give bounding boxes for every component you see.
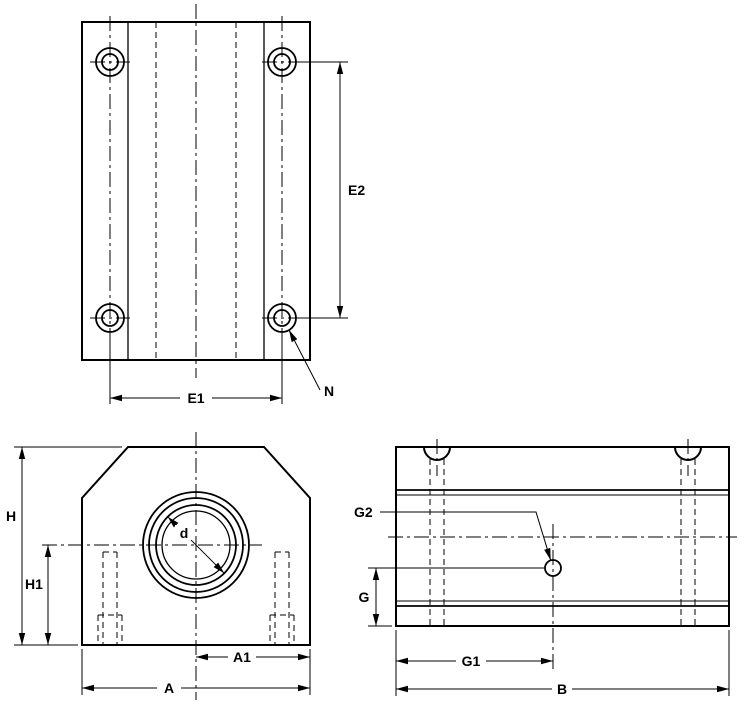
front-view-outline [81,446,311,646]
dimension-H: H [6,446,122,646]
dimension-label-E1: E1 [187,390,204,406]
dimension-label-G: G [359,589,370,605]
dimension-A1: A1 [196,649,310,665]
label-mask [228,649,256,665]
dimension-A: A [81,649,311,696]
top-view-outline [81,21,311,361]
top-view: E2 E1 N [81,4,365,406]
mounting-hole-bottom-left [90,303,130,333]
dimension-H1: H1 [25,545,52,645]
leader-line [380,511,552,561]
label-mask [552,681,572,697]
front-view: d H H1 A1 A [6,432,311,700]
dimension-label-E2: E2 [348,182,365,198]
dimension-label-A: A [164,680,174,696]
dimension-label-B: B [557,681,567,697]
dimension-G1: G1 [395,630,553,696]
label-mask [180,390,212,406]
mounting-hole-top-left [90,47,130,77]
dimension-E2: E2 [290,61,365,319]
dimension-E1: E1 [109,334,283,406]
dimension-label-d: d [180,525,189,541]
dimension-label-H1: H1 [25,576,43,592]
dimension-label-H: H [6,508,16,524]
callout-G2: G2 [354,504,552,561]
label-mask [175,525,193,540]
label-mask [456,653,486,669]
callout-label-G2: G2 [354,504,373,520]
leader-line [288,329,321,391]
label-mask [157,680,181,696]
dimension-G: G [359,567,544,627]
hidden-bolt-hole-left [97,551,123,645]
callout-label-N: N [324,383,334,399]
hidden-bolt-hole-right [269,551,295,645]
dimension-label-G1: G1 [462,653,481,669]
dimension-label-A1: A1 [233,649,251,665]
callout-N: N [288,329,334,399]
dimension-B: B [396,630,730,697]
side-view: G2 G G1 B [354,439,737,697]
dimension-d: d [167,516,225,574]
